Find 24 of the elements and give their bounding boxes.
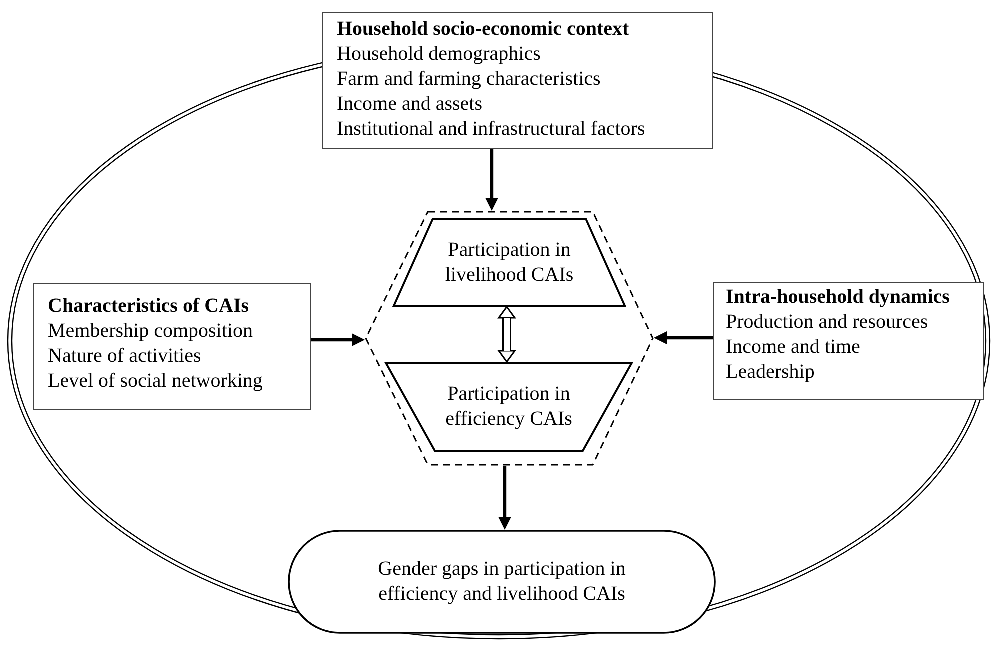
text-box [713,282,984,400]
arrow [654,332,713,344]
text-box [33,283,311,410]
list-item: Production and resources [726,310,928,335]
arrow [486,149,498,211]
list-item: Institutional and infrastructural factors [337,117,646,142]
list-item: Leadership [726,360,815,385]
arrow [311,334,365,346]
list-item: Income and assets [337,92,483,117]
box-heading: Characteristics of CAIs [48,294,250,319]
node-label: Gender gaps in participation in efficiency and livelihood CAIs [377,557,627,607]
box-heading: Household socio-economic context [337,17,630,42]
list-item: Level of social networking [48,369,263,394]
double-headed-block-arrow [498,306,516,363]
list-item: Household demographics [337,42,541,67]
node-label: Participation in efficiency CAIs [444,382,574,432]
list-item: Nature of activities [48,344,202,369]
text-box [322,12,713,149]
box-heading: Intra-household dynamics [726,285,950,310]
arrow [498,466,512,530]
node-label: Participation in livelihood CAIs [444,238,575,288]
list-item: Income and time [726,335,860,360]
list-item: Farm and farming characteristics [337,67,601,92]
list-item: Membership composition [48,319,253,344]
